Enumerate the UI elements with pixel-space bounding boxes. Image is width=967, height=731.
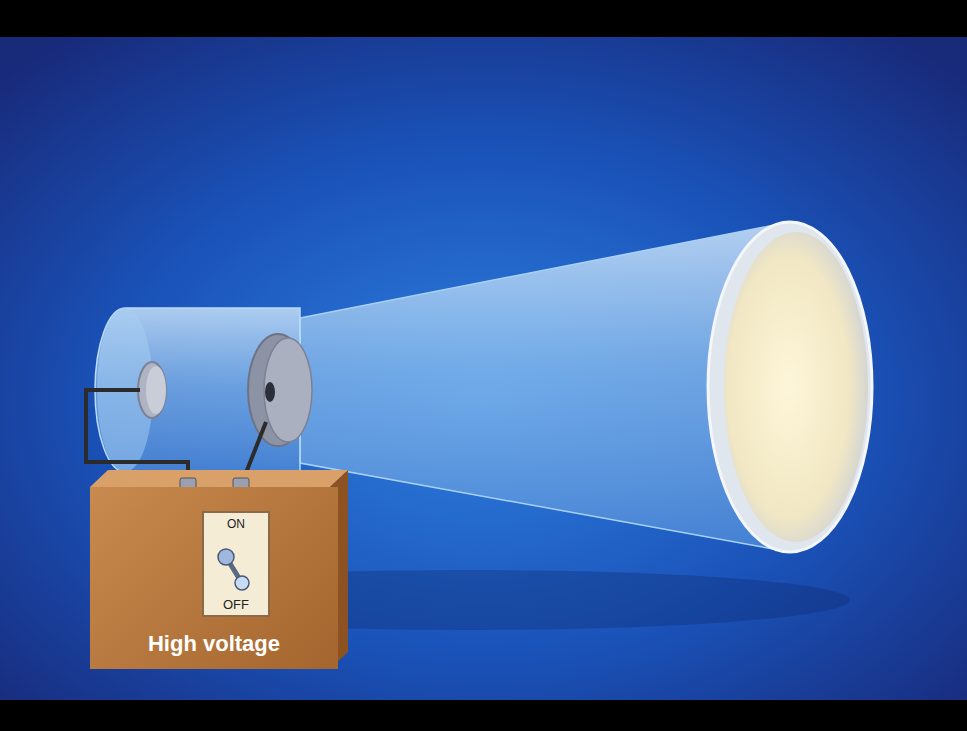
cathode xyxy=(138,362,166,418)
switch-plate: ON OFF xyxy=(202,511,270,617)
anode-hole xyxy=(265,382,275,402)
bottom-bar xyxy=(0,700,967,731)
background xyxy=(0,37,967,700)
power-supply-label: High voltage xyxy=(90,631,338,657)
switch-off-label: OFF xyxy=(204,597,268,612)
cathode-face xyxy=(146,366,166,414)
high-voltage-box: High voltage ON OFF xyxy=(90,487,338,669)
switch-on-label: ON xyxy=(204,517,268,531)
anode-face xyxy=(264,338,312,442)
box-top xyxy=(90,470,348,487)
screen-rim xyxy=(708,222,872,552)
fluorescent-screen xyxy=(724,232,868,542)
top-bar xyxy=(0,0,967,37)
